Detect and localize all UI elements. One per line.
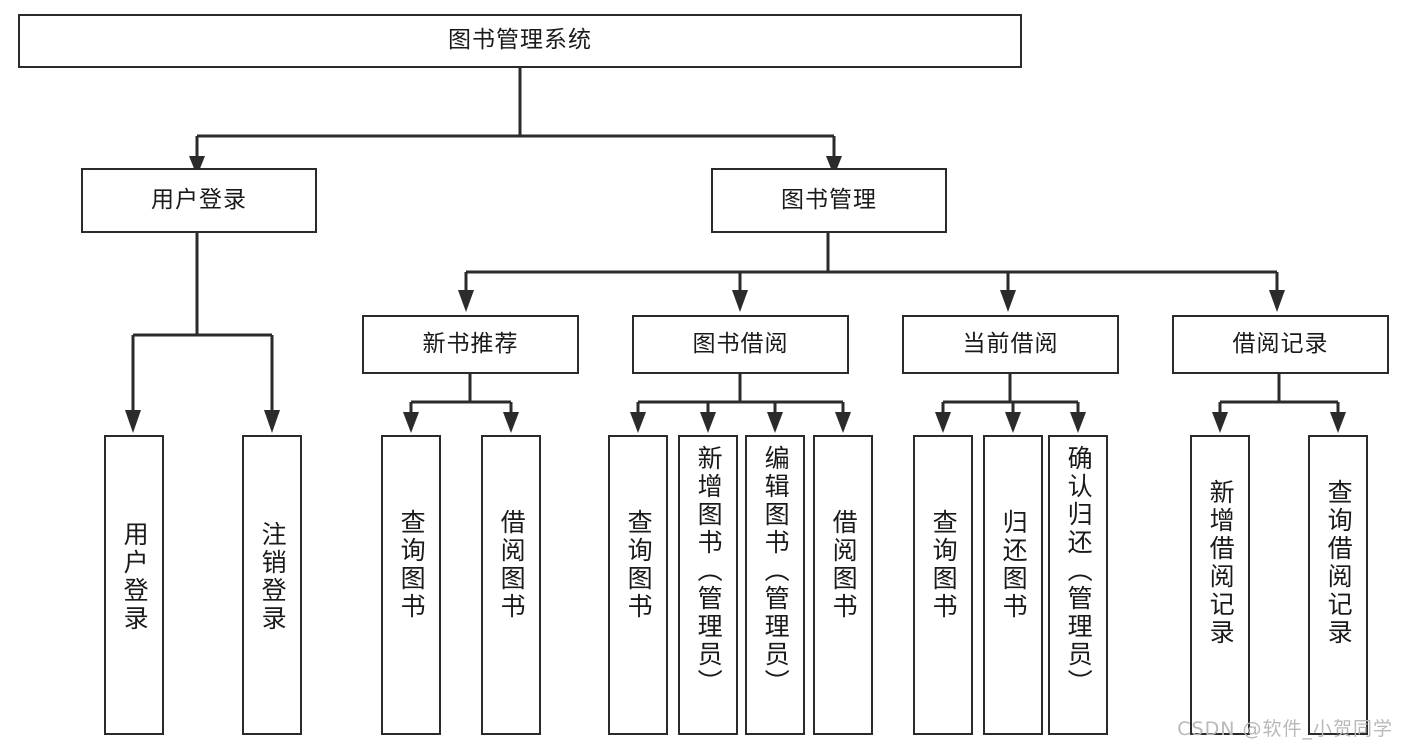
node-new-book-recommend[interactable]: 新书推荐 (362, 315, 579, 374)
leaf-add-book-admin[interactable]: 新增图书（管理员） (678, 435, 738, 735)
leaf-borrow-book[interactable]: 借阅图书 (813, 435, 873, 735)
node-label: 注销登录 (258, 521, 288, 633)
node-label: 借阅图书 (497, 509, 527, 621)
node-label: 查询图书 (929, 509, 959, 621)
node-label: 归还图书 (999, 509, 1029, 621)
node-label: 用户登录 (151, 186, 247, 213)
leaf-edit-book-admin[interactable]: 编辑图书（管理员） (745, 435, 805, 735)
node-label: 图书管理 (781, 186, 877, 213)
leaf-user-logout[interactable]: 注销登录 (242, 435, 302, 735)
leaf-user-login[interactable]: 用户登录 (104, 435, 164, 735)
node-label: 新书推荐 (422, 330, 519, 357)
leaf-query-book-borrow[interactable]: 查询图书 (608, 435, 668, 735)
node-label: 查询图书 (624, 509, 654, 621)
node-book-borrow[interactable]: 图书借阅 (632, 315, 849, 374)
leaf-return-book[interactable]: 归还图书 (983, 435, 1043, 735)
node-label: 新增图书（管理员） (694, 445, 724, 697)
node-label: 用户登录 (120, 521, 150, 633)
leaf-query-borrow-record[interactable]: 查询借阅记录 (1308, 435, 1368, 735)
node-label: 确认归还（管理员） (1064, 445, 1094, 697)
node-borrow-record[interactable]: 借阅记录 (1172, 315, 1389, 374)
node-current-borrow[interactable]: 当前借阅 (902, 315, 1119, 374)
node-label: 查询借阅记录 (1324, 479, 1354, 647)
leaf-query-book-current[interactable]: 查询图书 (913, 435, 973, 735)
node-root-book-management-system[interactable]: 图书管理系统 (18, 14, 1022, 68)
node-label: 新增借阅记录 (1206, 479, 1236, 647)
node-label: 查询图书 (397, 509, 427, 621)
node-label: 图书借阅 (692, 330, 789, 357)
leaf-add-borrow-record[interactable]: 新增借阅记录 (1190, 435, 1250, 735)
leaf-confirm-return-admin[interactable]: 确认归还（管理员） (1048, 435, 1108, 735)
node-label: 编辑图书（管理员） (761, 445, 791, 697)
node-label: 当前借阅 (962, 330, 1059, 357)
node-label: 借阅图书 (829, 509, 859, 621)
node-user-login[interactable]: 用户登录 (81, 168, 317, 233)
watermark-text: CSDN @软件_小贺同学 (1177, 718, 1393, 740)
node-label: 图书管理系统 (448, 27, 592, 54)
leaf-query-book-recommend[interactable]: 查询图书 (381, 435, 441, 735)
leaf-borrow-book-recommend[interactable]: 借阅图书 (481, 435, 541, 735)
node-label: 借阅记录 (1232, 330, 1329, 357)
node-book-management[interactable]: 图书管理 (711, 168, 947, 233)
